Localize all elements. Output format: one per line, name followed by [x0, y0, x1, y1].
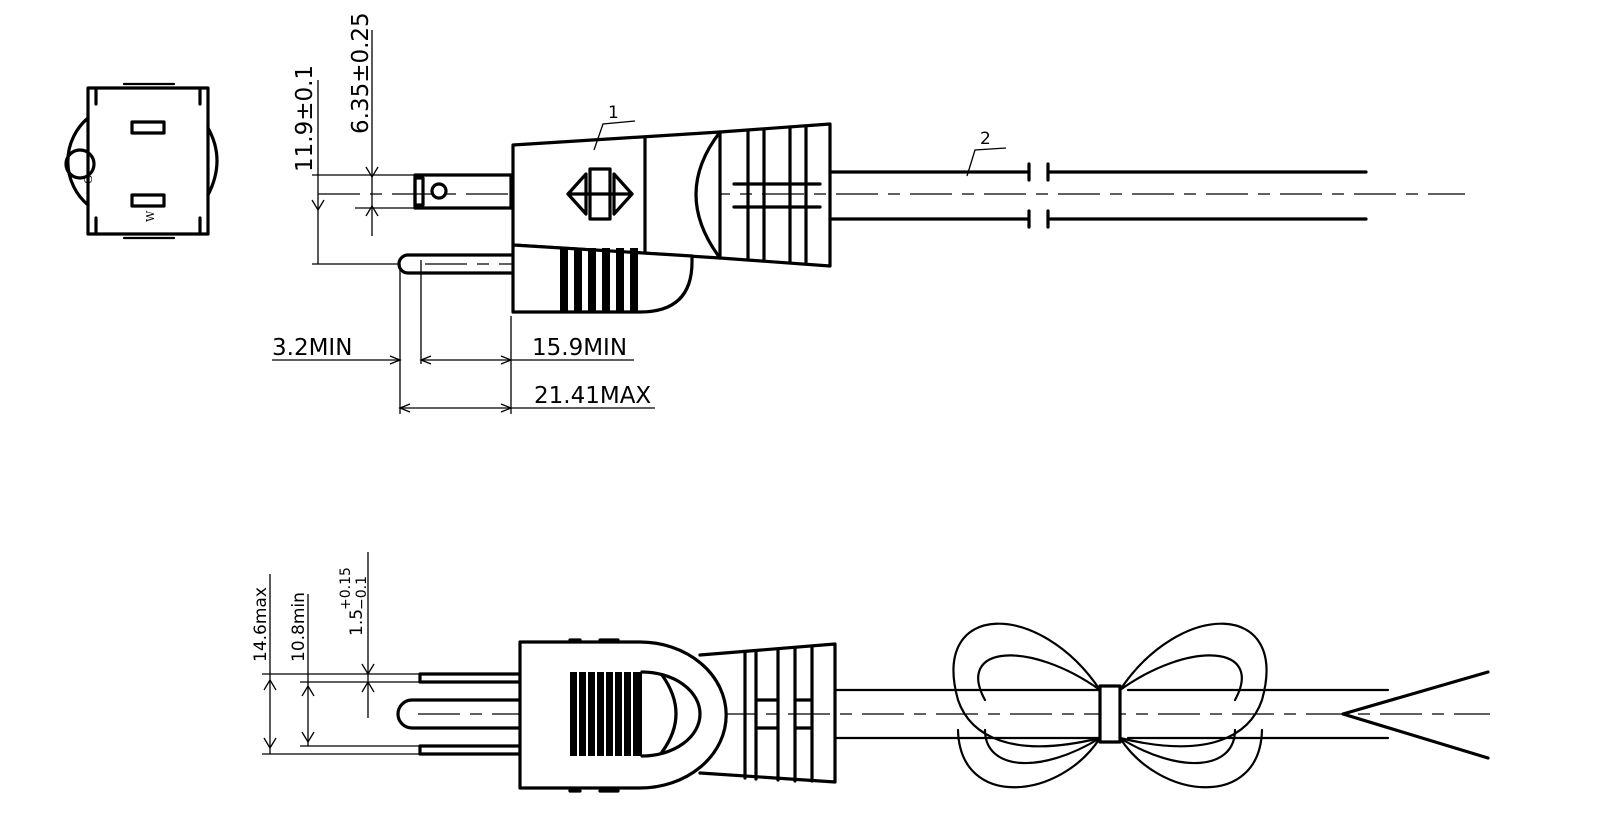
dim-blade-height: 10.8min: [289, 592, 309, 662]
plug-face-view: G W: [64, 82, 219, 240]
dim-thickness-minus: −0.1: [354, 576, 370, 610]
callout-plug: 1: [608, 103, 619, 123]
plug-top-view-bottom: 14.6max 10.8min 1.5 +0.15 −0.1: [251, 552, 1490, 793]
dim-ground-length: 21.41MAX: [534, 383, 651, 409]
dim-blade-spacing: 6.35±0.25: [348, 12, 374, 134]
dim-pin-width: 11.9±0.1: [292, 65, 318, 172]
dim-overall-height: 14.6max: [251, 587, 271, 662]
dim-blade-length: 15.9MIN: [532, 335, 627, 361]
callout-cable: 2: [980, 129, 991, 149]
dim-ground-offset: 3.2MIN: [272, 335, 352, 361]
cable-coil: [952, 622, 1268, 789]
neutral-pin-label: W: [144, 210, 157, 222]
dim-thickness-plus: +0.15: [338, 567, 354, 610]
plug-side-view-top: 1 2 11.9±0.1 6.35±0.25 3.2MIN 15.9MIN 21…: [272, 12, 1465, 414]
grip-ribs-top: [560, 248, 638, 312]
ground-pin-label: G: [82, 175, 95, 184]
dim-thickness-base: 1.5: [347, 609, 367, 636]
